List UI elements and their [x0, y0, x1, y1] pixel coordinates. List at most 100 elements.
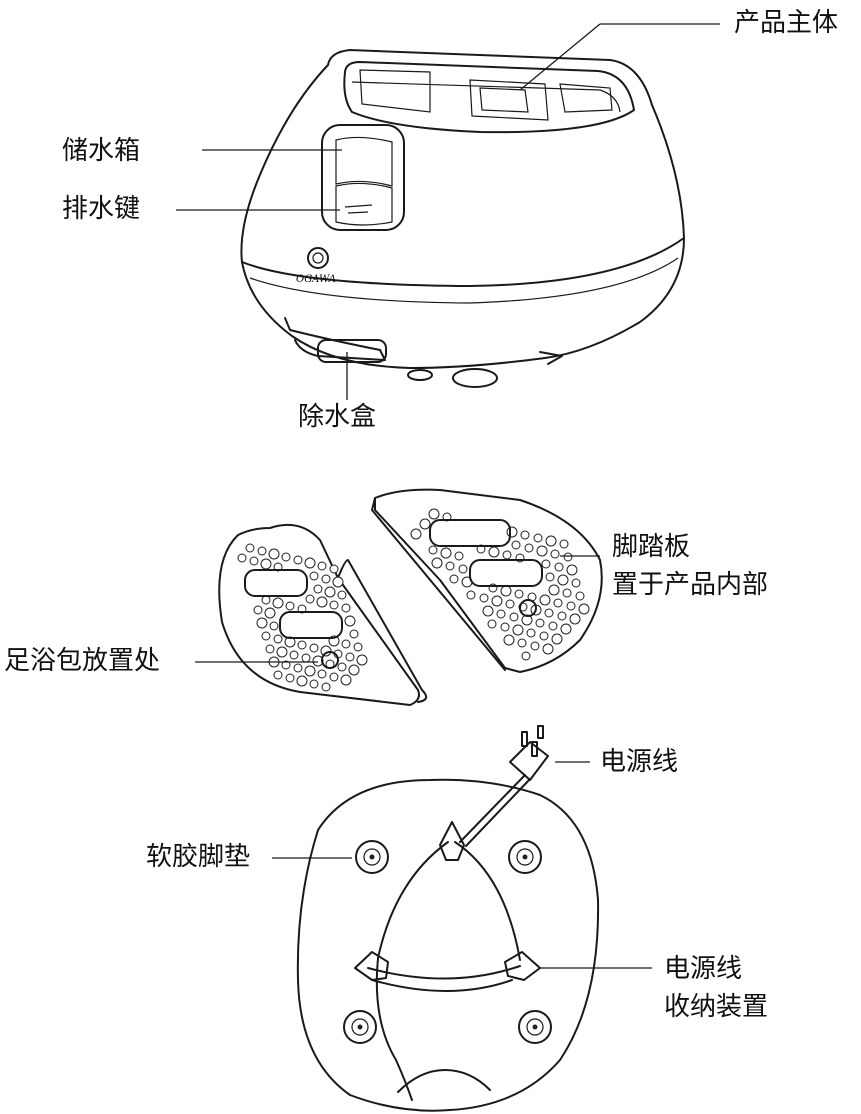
massage-nub: [297, 640, 307, 650]
massage-nub: [428, 508, 440, 520]
massage-nub: [559, 539, 569, 549]
massage-nub: [539, 594, 551, 606]
product-base-bottom-view: [296, 725, 600, 1112]
massage-nub: [329, 600, 339, 610]
massage-nub: [305, 594, 315, 604]
massage-nub: [511, 540, 521, 550]
massage-nub: [544, 608, 554, 618]
massage-nub: [321, 574, 331, 584]
massage-nub: [317, 669, 327, 679]
massage-nub: [566, 564, 578, 576]
massage-nub: [554, 562, 564, 572]
massage-nub: [520, 530, 530, 540]
massage-nub: [344, 615, 356, 627]
massage-nub: [454, 551, 464, 561]
massage-nub: [428, 545, 438, 555]
rubber-foot: [508, 840, 542, 874]
massage-nub: [506, 526, 518, 538]
massage-nub: [273, 670, 283, 680]
massage-nub: [324, 586, 336, 598]
massage-nub: [505, 599, 515, 609]
massage-nub: [356, 654, 368, 666]
massage-nub: [482, 605, 494, 617]
massage-nub: [539, 631, 549, 641]
massage-nub: [260, 558, 272, 570]
massage-nub: [560, 623, 572, 635]
massage-nub: [514, 589, 524, 599]
massage-nub: [281, 660, 291, 670]
massage-nub: [261, 631, 271, 641]
massage-nub: [479, 593, 489, 603]
massage-nub: [545, 535, 557, 547]
massage-nub: [503, 634, 515, 646]
massage-nub: [285, 673, 295, 683]
massage-nub: [261, 595, 271, 605]
massage-nub: [562, 588, 572, 598]
massage-nub: [313, 584, 323, 594]
massage-nub: [541, 559, 551, 569]
massage-nub: [329, 672, 339, 682]
massage-nub: [296, 675, 308, 687]
massage-nub: [332, 576, 344, 588]
massage-nub: [526, 628, 536, 638]
massage-nub: [419, 518, 431, 530]
massage-nub: [550, 549, 560, 559]
left-footboard: [218, 524, 428, 706]
label-main-body: 产品主体: [734, 8, 839, 38]
massage-nub: [521, 651, 531, 661]
massage-nub: [566, 601, 576, 611]
massage-nub: [466, 590, 476, 600]
label-footboard-line2: 置于产品内部: [612, 570, 769, 600]
massage-nub: [348, 664, 360, 676]
massage-nub: [345, 652, 355, 662]
right-footboard: [371, 488, 603, 673]
massage-nub: [557, 574, 569, 586]
massage-nub: [440, 547, 452, 559]
massage-nub: [553, 598, 563, 608]
massage-nub: [249, 556, 259, 566]
massage-nub: [542, 643, 554, 655]
massage-nub: [245, 543, 255, 553]
massage-nub: [268, 548, 280, 560]
massage-nub: [548, 621, 558, 631]
massage-nub: [253, 605, 263, 615]
label-cord-storage-line2: 收纳装置: [664, 992, 769, 1022]
massage-nub: [237, 553, 247, 563]
massage-nub: [410, 528, 422, 540]
massage-nub: [309, 679, 319, 689]
massage-nub: [256, 617, 268, 629]
massage-nub: [304, 557, 316, 569]
massage-nub: [281, 552, 291, 562]
massage-nub: [293, 663, 303, 673]
massage-nub: [445, 561, 455, 571]
massage-nub: [276, 646, 288, 658]
massage-nub: [309, 571, 319, 581]
massage-nub: [458, 564, 468, 574]
massage-nub: [575, 591, 585, 601]
rubber-foot: [355, 840, 389, 874]
massage-nub: [341, 603, 351, 613]
massage-nub: [535, 618, 545, 628]
massage-nub: [536, 545, 548, 557]
massage-nub: [578, 603, 590, 615]
massage-nub: [512, 624, 524, 636]
massage-nub: [530, 641, 540, 651]
massage-nub: [500, 585, 512, 597]
massage-nub: [487, 619, 497, 629]
product-main-body: [240, 49, 685, 388]
massage-nub: [341, 639, 351, 649]
massage-nub: [293, 555, 303, 565]
massage-nub: [500, 622, 510, 632]
massage-nub: [265, 644, 275, 654]
massage-nub: [301, 653, 311, 663]
massage-nub: [329, 564, 339, 574]
massage-nub: [431, 557, 443, 569]
massage-nub: [496, 609, 506, 619]
massage-nub: [517, 638, 527, 648]
massage-nub: [337, 662, 347, 672]
massage-nub: [321, 682, 331, 692]
label-drain-key: 排水键: [62, 194, 141, 224]
massage-nub: [272, 597, 284, 609]
massage-nub: [289, 650, 299, 660]
